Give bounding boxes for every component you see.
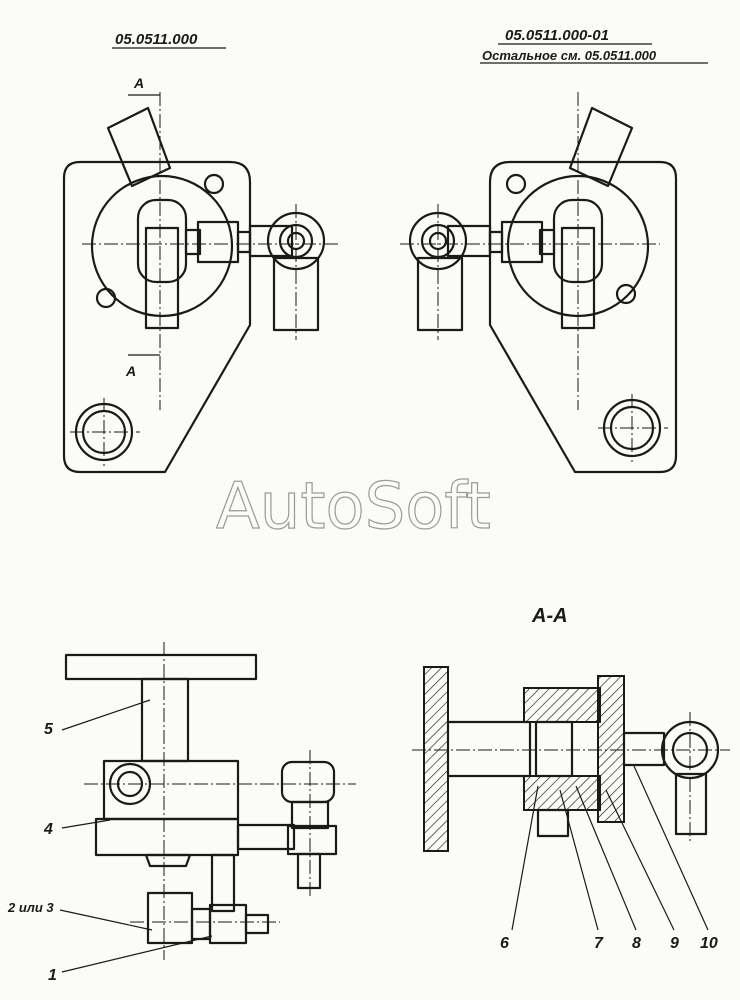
watermark: AutoSoft xyxy=(216,470,491,544)
leader-7 xyxy=(559,789,599,931)
left-disc xyxy=(90,174,234,318)
left-shaft xyxy=(144,226,180,330)
under-washer xyxy=(144,853,192,868)
right-ball-joint-stem xyxy=(416,256,464,332)
arm-down xyxy=(210,853,236,913)
shaft-lower-end xyxy=(536,808,570,838)
top-left-view: А А xyxy=(62,75,338,474)
leader-8 xyxy=(575,785,637,931)
mounting-plate-section xyxy=(423,666,449,852)
pin-10 xyxy=(622,731,666,767)
body-4 xyxy=(102,759,240,821)
callout-10: 10 xyxy=(700,935,718,952)
bushing-7 xyxy=(534,720,574,778)
left-link-arm xyxy=(248,224,294,258)
left-lever-tube xyxy=(106,106,172,188)
link-rod xyxy=(236,823,296,851)
callout-7: 7 xyxy=(594,935,604,952)
right-link-arm xyxy=(446,224,492,258)
right-link-washer xyxy=(538,228,556,256)
part-1-washer xyxy=(190,907,212,941)
section-view-a-a: А-А 6 7 8 9 10 xyxy=(412,605,730,952)
leader-9 xyxy=(605,789,675,931)
callout-1: 1 xyxy=(48,967,57,984)
right-link-nut xyxy=(488,230,504,254)
left-link-nut xyxy=(236,230,252,254)
right-screw-top xyxy=(505,173,527,195)
ball-joint-stud xyxy=(296,852,322,890)
top-flange xyxy=(64,653,258,681)
ball-joint-side xyxy=(280,760,336,804)
left-screw-top xyxy=(203,173,225,195)
part-1-screw xyxy=(244,913,270,935)
leader-4 xyxy=(61,819,111,829)
left-bracket-plate xyxy=(62,160,252,474)
lever-9-section xyxy=(597,675,625,823)
callout-6: 6 xyxy=(500,935,509,952)
section-mark-bottom: А xyxy=(125,363,136,379)
callout-9: 9 xyxy=(670,935,679,952)
right-drawing-note: Остальное см. 05.0511.000 xyxy=(482,48,657,63)
callout-5: 5 xyxy=(44,721,54,738)
callout-2or3: 2 или 3 xyxy=(7,900,54,915)
part-2-or-3 xyxy=(146,891,194,945)
shaft-section xyxy=(446,720,532,778)
right-drawing-code: 05.0511.000-01 xyxy=(505,27,609,44)
ball-joint-nut xyxy=(286,824,338,856)
hub-upper-section xyxy=(523,687,601,723)
callout-8: 8 xyxy=(632,935,641,952)
hub-lower-section xyxy=(523,775,601,811)
left-link-washer xyxy=(184,228,202,256)
callout-4: 4 xyxy=(43,821,53,838)
right-screw-bottom xyxy=(615,283,637,305)
ball-joint-stem xyxy=(674,772,708,836)
section-mark-top: А xyxy=(133,75,144,91)
left-drawing-code: 05.0511.000 xyxy=(115,31,198,48)
right-bracket-plate xyxy=(488,160,678,474)
leader-2or3 xyxy=(59,909,153,931)
top-right-view xyxy=(400,92,678,474)
leader-10 xyxy=(633,765,709,931)
body-base xyxy=(94,817,240,857)
right-lever-tube xyxy=(568,106,634,188)
section-title: А-А xyxy=(531,605,568,627)
leader-5 xyxy=(61,699,151,731)
bottom-left-view: 5 4 2 или 3 1 xyxy=(7,642,356,984)
leader-6 xyxy=(511,785,539,931)
column-5 xyxy=(140,677,190,763)
leader-1 xyxy=(61,935,213,973)
left-screw-bottom xyxy=(95,287,117,309)
